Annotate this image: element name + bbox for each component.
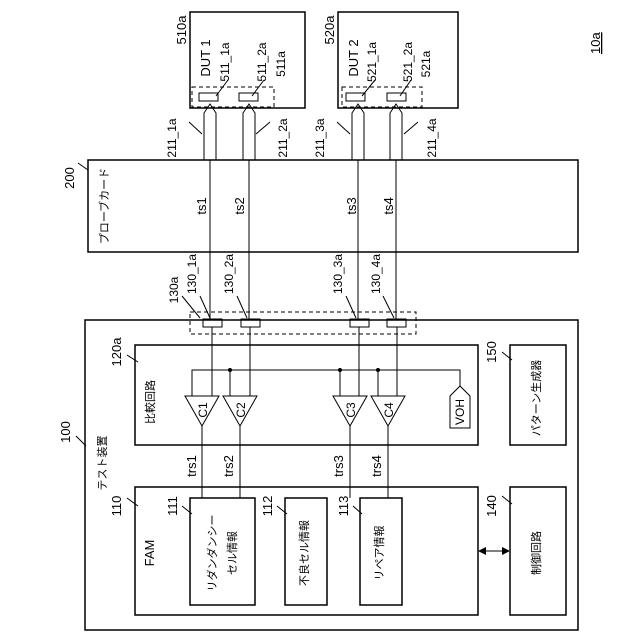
comparator-inputs — [212, 327, 397, 396]
needle-1-label: 211_1a — [165, 118, 179, 157]
needle-3-label: 211_3a — [313, 118, 327, 157]
connector-block: 130a 130_1a 130_2a 130_3a 130_4a — [167, 254, 416, 334]
result-line-1-label: trs1 — [184, 455, 199, 477]
junction-dot-2 — [338, 368, 342, 372]
fam-leader — [127, 498, 138, 506]
link-arrow-right — [502, 547, 510, 555]
control-circuit-ref: 140 — [484, 495, 499, 517]
redundancy-info-line2: セル情報 — [226, 531, 239, 575]
needle-4 — [390, 104, 402, 160]
dut2-pad-group-label: 521a — [419, 50, 433, 77]
defect-cell-info-name: 不良セル情報 — [297, 520, 311, 586]
junction-dot-1 — [228, 368, 232, 372]
connector-1-label: 130_1a — [185, 254, 199, 294]
compare-circuit-name: 比較回路 — [143, 380, 157, 424]
dut2-pad-1 — [346, 93, 365, 101]
control-circuit-name: 制御回路 — [529, 531, 543, 575]
comparator-c1-label: C1 — [196, 402, 210, 418]
connector-4-label: 130_4a — [369, 254, 383, 294]
test-device-ref: 100 — [58, 421, 73, 443]
dut1-pad-2 — [239, 93, 258, 101]
probe-card-ref: 200 — [62, 167, 77, 189]
needle-2-label: 211_2a — [276, 118, 290, 157]
pattern-generator-ref: 150 — [484, 341, 499, 363]
dut2-ref: 520a — [322, 15, 337, 45]
probe-card-name: プローブカード — [97, 168, 111, 244]
fam-block: 110 FAM 111 リダンダンシー セル情報 112 不良セル情報 113 … — [109, 487, 478, 615]
needle-1 — [204, 104, 216, 160]
pattern-generator-name: パターン生成器 — [529, 360, 543, 436]
dut1-ref: 510a — [174, 15, 189, 45]
compare-circuit-ref: 120a — [109, 337, 124, 367]
test-device-block: 100 テスト装置 — [58, 320, 578, 630]
redundancy-info-box — [190, 498, 255, 605]
dut2-pad-2 — [387, 93, 406, 101]
repair-info-name: リペア情報 — [373, 526, 386, 581]
reference-bus — [192, 370, 460, 396]
compare-circuit-leader — [127, 355, 138, 362]
result-line-3-label: trs3 — [331, 455, 346, 477]
probe-card-block: 200 プローブカード ts1 ts2 ts3 ts4 — [62, 160, 578, 252]
probe-path-3-label: ts3 — [344, 197, 359, 214]
probe-path-4-label: ts4 — [381, 197, 396, 214]
connector-group — [190, 312, 416, 334]
compare-circuit-box — [135, 345, 478, 445]
defect-cell-info-ref: 112 — [260, 496, 275, 517]
dut1-pad-a-label: 511_1a — [218, 42, 232, 81]
pattern-generator-block: 150 パターン生成器 — [484, 341, 566, 445]
connector-3-label: 130_3a — [331, 254, 345, 294]
needle-3 — [352, 104, 364, 160]
dut1-name: DUT 1 — [198, 39, 213, 76]
redundancy-info-ref: 111 — [165, 496, 180, 516]
probe-traces — [210, 160, 396, 320]
signal-paths — [210, 160, 396, 320]
comparator-c4-label: C4 — [382, 402, 396, 418]
needle-4-label: 211_4a — [425, 118, 439, 157]
dut1-pad-group-label: 511a — [274, 51, 288, 77]
dut1-pad-b-label: 511_2a — [255, 42, 269, 81]
connector-2-label: 130_2a — [222, 254, 236, 294]
junction-dot-3 — [376, 368, 380, 372]
probe-card-leader — [78, 163, 88, 170]
dut1-pad-1 — [199, 93, 218, 101]
result-line-2-label: trs2 — [221, 455, 236, 477]
probe-path-1-label: ts1 — [194, 197, 209, 214]
connector-leaders — [182, 296, 394, 318]
fam-control-link — [478, 547, 510, 555]
comparator-c2-label: C2 — [234, 402, 248, 418]
test-device-name: テスト装置 — [96, 436, 109, 491]
voh-label: VOH — [453, 399, 467, 425]
compare-circuit-block: 120a 比較回路 C1 C2 C3 C4 VOH — [109, 327, 478, 445]
connector-group-label: 130a — [167, 276, 181, 303]
result-line-4-label: trs4 — [369, 455, 384, 477]
dut2-pad-b-label: 521_2a — [401, 42, 415, 82]
fam-ref: 110 — [109, 496, 124, 517]
probe-path-2-label: ts2 — [232, 197, 247, 214]
redundancy-info-line1: リダンダンシー — [205, 515, 219, 592]
dut1-block: 510a DUT 1 511_1a 511_2a 511a — [174, 12, 305, 108]
repair-info-ref: 113 — [336, 496, 351, 517]
needle-leaders — [189, 122, 418, 134]
dut2-pad-a-label: 521_1a — [365, 42, 379, 82]
dut2-pad-group — [342, 87, 422, 107]
figure-id: 10a — [588, 32, 603, 54]
needle-2 — [243, 104, 255, 160]
fam-name: FAM — [142, 540, 157, 567]
reference-taps — [230, 370, 378, 396]
comparator-c3-label: C3 — [344, 402, 358, 418]
probe-needles: 211_1a 211_2a 211_3a 211_4a — [165, 104, 439, 160]
probe-card-box — [88, 160, 578, 252]
dut2-name: DUT 2 — [346, 39, 361, 76]
dut1-pad-group — [192, 87, 274, 107]
dut2-block: 520a DUT 2 521_1a 521_2a 521a — [322, 12, 458, 108]
link-arrow-left — [478, 547, 486, 555]
